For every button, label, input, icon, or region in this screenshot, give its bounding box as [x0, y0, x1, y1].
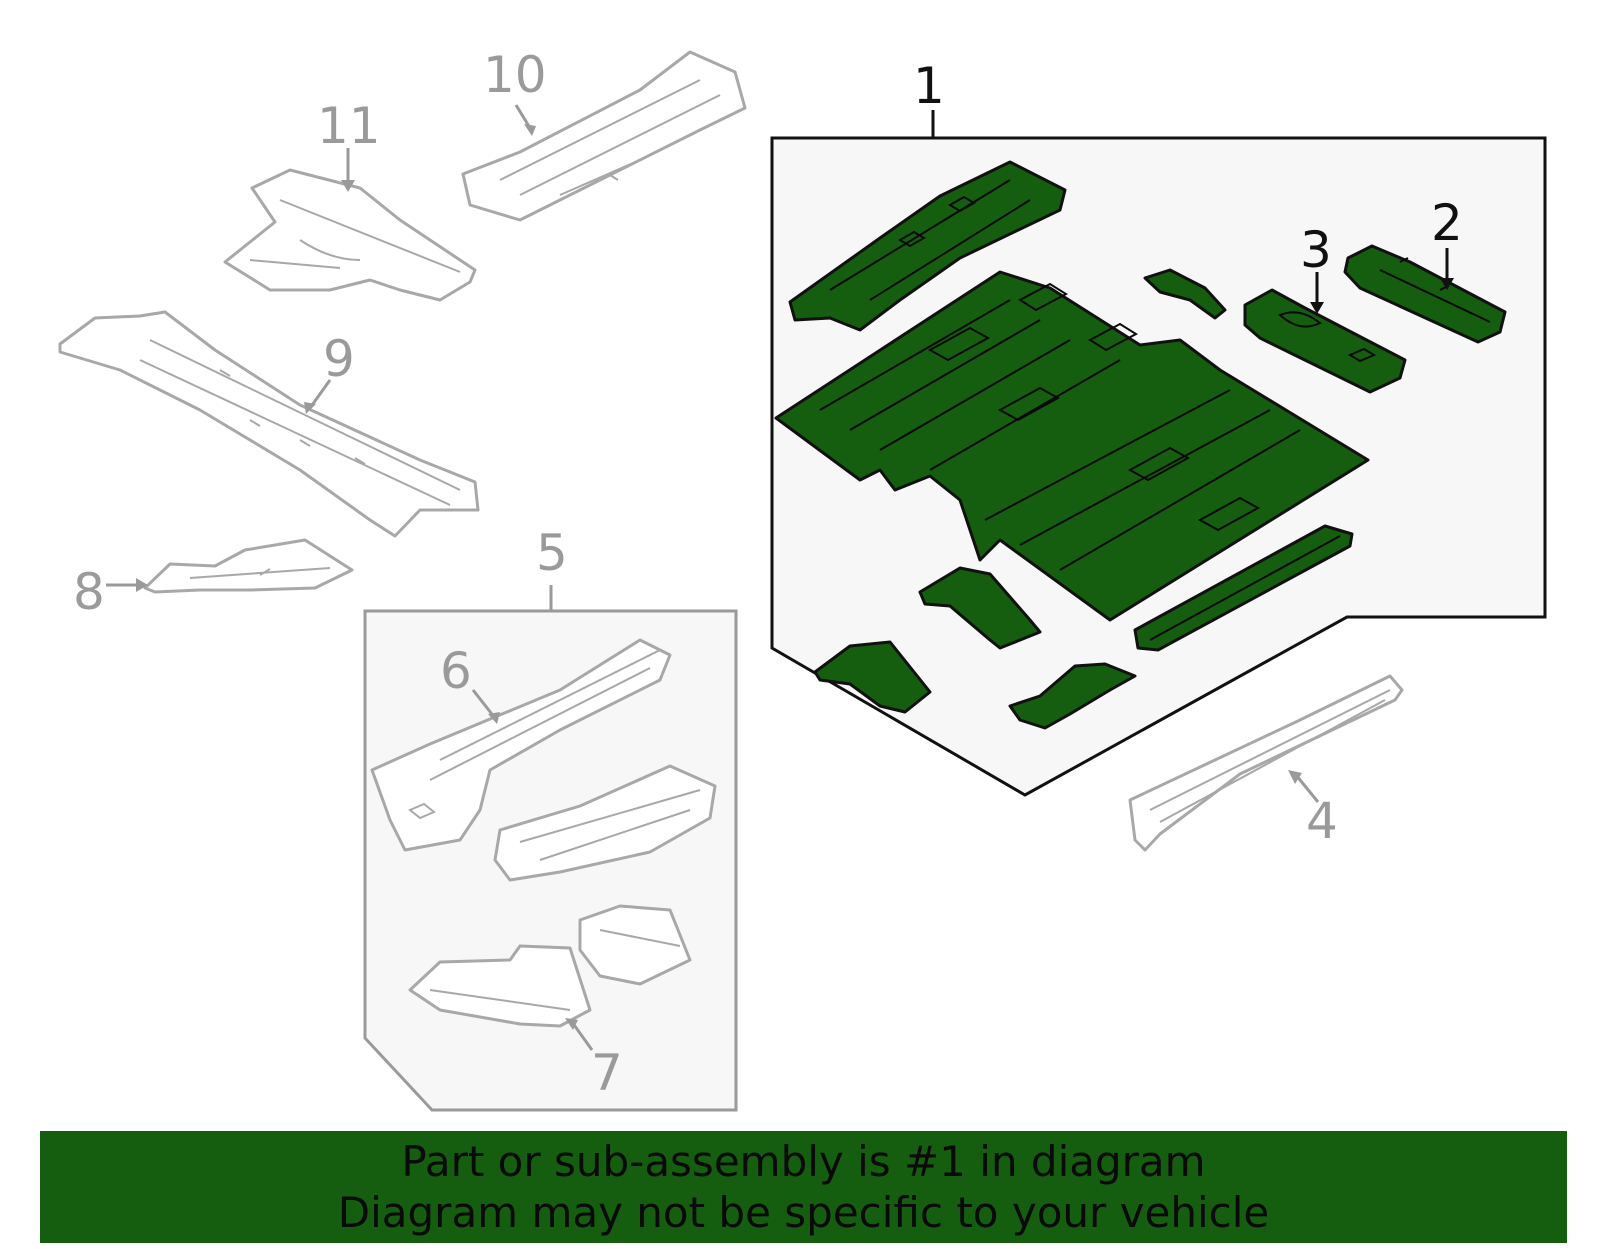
callout-11[interactable]: 11 — [317, 97, 381, 155]
callout-4[interactable]: 4 — [1306, 792, 1338, 850]
callout-1[interactable]: 1 — [913, 57, 945, 115]
tunnel-bracket — [1008, 662, 1137, 730]
part-7-frame-rail[interactable] — [408, 764, 717, 1028]
callout-9[interactable]: 9 — [323, 330, 355, 388]
callout-10[interactable]: 10 — [483, 46, 547, 104]
part-1-floor-assembly[interactable] — [774, 160, 1507, 730]
callout-6[interactable]: 6 — [440, 642, 472, 700]
part-6-side-member[interactable] — [370, 638, 672, 852]
callout-8[interactable]: 8 — [73, 563, 105, 621]
floor-bracket-upper — [1143, 268, 1227, 320]
part-10-tunnel-reinforcement[interactable] — [461, 50, 747, 222]
callout-7[interactable]: 7 — [591, 1044, 623, 1102]
part-8-bracket[interactable] — [143, 538, 354, 594]
seat-bracket-front — [918, 566, 1042, 650]
part-4-rocker-panel[interactable] — [1128, 674, 1404, 852]
seat-bracket-rear — [813, 640, 932, 714]
callout-5[interactable]: 5 — [536, 524, 568, 582]
callout-3[interactable]: 3 — [1300, 221, 1332, 279]
front-toe-board — [788, 160, 1067, 332]
banner-line-2: Diagram may not be specific to your vehi… — [337, 1188, 1270, 1237]
info-banner: Part or sub-assembly is #1 in diagram Di… — [40, 1131, 1567, 1243]
part-9-cowl-panel[interactable] — [58, 310, 480, 538]
callout-2[interactable]: 2 — [1431, 194, 1463, 252]
floor-pan — [774, 270, 1370, 622]
part-3-crossmember — [1243, 288, 1407, 394]
banner-line-1: Part or sub-assembly is #1 in diagram — [401, 1137, 1206, 1186]
part-2-crossmember — [1343, 244, 1507, 344]
part-11-dash-reinforcement[interactable] — [223, 168, 477, 302]
